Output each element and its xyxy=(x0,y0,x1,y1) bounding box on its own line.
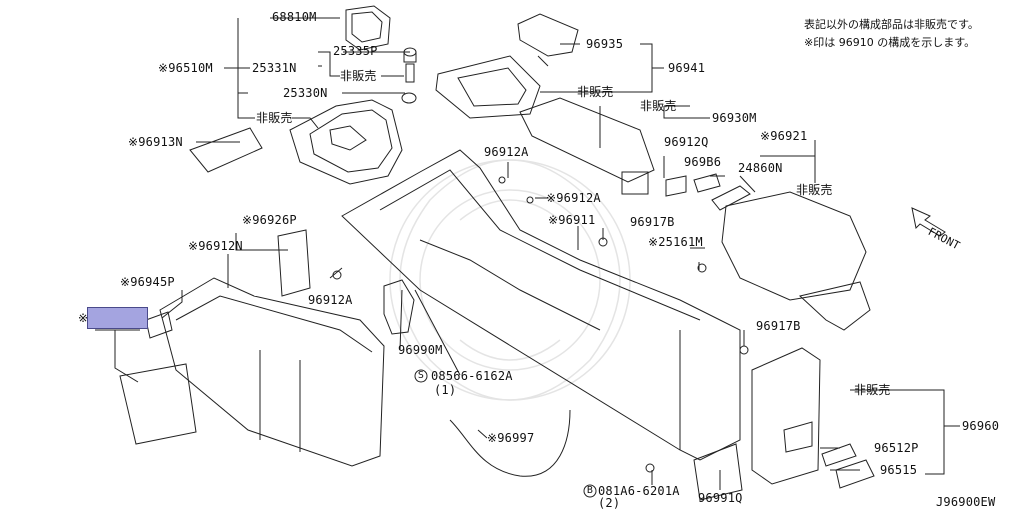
s-circle-icon xyxy=(414,369,428,383)
part-96991q-shape xyxy=(693,443,743,501)
label-96926p[interactable]: ※96926P xyxy=(242,213,297,227)
label-not-for-sale-6: 非販売 xyxy=(854,383,891,397)
part-96510m-shape xyxy=(289,99,403,185)
label-96991q[interactable]: 96991Q xyxy=(698,491,743,505)
part-96921-shape xyxy=(721,191,871,331)
label-96917b-1[interactable]: 96917B xyxy=(630,215,675,229)
front-arrow-icon xyxy=(911,207,946,237)
highlighted-part-number[interactable] xyxy=(87,307,148,329)
part-96930m-shape xyxy=(519,97,655,195)
label-08566-qty: (1) xyxy=(434,383,457,397)
label-96921[interactable]: ※96921 xyxy=(760,129,808,143)
part-24860n-shape xyxy=(711,185,751,211)
diagram-code: J96900EW xyxy=(936,495,996,509)
part-96945p-shape xyxy=(145,311,173,339)
label-25161m[interactable]: ※25161M xyxy=(648,235,703,249)
b-circle-icon xyxy=(583,484,597,498)
label-25330n[interactable]: 25330N xyxy=(283,86,328,100)
label-star-mark: ※ xyxy=(78,311,89,325)
part-96997-shape xyxy=(449,409,571,477)
label-not-for-sale-5: 非販売 xyxy=(796,183,833,197)
label-96960[interactable]: 96960 xyxy=(962,419,1000,433)
label-96917b-2[interactable]: 96917B xyxy=(756,319,801,333)
label-96997[interactable]: ※96997 xyxy=(487,431,535,445)
label-25331n[interactable]: 25331N xyxy=(252,61,297,75)
part-96912n-shape xyxy=(159,277,385,467)
label-25335p[interactable]: 25335P xyxy=(333,44,378,58)
label-96912n[interactable]: ※96912N xyxy=(188,239,243,253)
part-96515-shape xyxy=(835,459,875,489)
label-not-for-sale-1: 非販売 xyxy=(340,69,377,83)
label-24860n[interactable]: 24860N xyxy=(738,161,783,175)
label-96515[interactable]: 96515 xyxy=(880,463,918,477)
label-96990m[interactable]: 96990M xyxy=(398,343,443,357)
part-96912q-shape xyxy=(665,175,687,197)
label-081a6-qty: (2) xyxy=(598,496,621,510)
label-96912a-3[interactable]: 96912A xyxy=(308,293,353,307)
label-96941[interactable]: 96941 xyxy=(668,61,706,75)
part-96911-shape xyxy=(341,149,741,461)
part-96512p-shape xyxy=(821,443,857,467)
label-969b6[interactable]: 969B6 xyxy=(684,155,722,169)
label-96935[interactable]: 96935 xyxy=(586,37,624,51)
part-96990m-shape xyxy=(383,279,415,335)
part-96913n-shape xyxy=(189,127,263,173)
bolt-b-mark: B xyxy=(586,485,594,496)
part-68810m-shape xyxy=(345,5,391,51)
label-not-for-sale-4: 非販売 xyxy=(640,99,677,113)
label-96912a-2[interactable]: ※96912A xyxy=(546,191,601,205)
bolt-s-mark: S xyxy=(417,370,425,381)
label-68810m[interactable]: 68810M xyxy=(272,10,317,24)
part-96926p-shape xyxy=(277,229,311,297)
label-96510m[interactable]: ※96510M xyxy=(158,61,213,75)
part-96935-shape xyxy=(517,13,579,67)
label-96913n[interactable]: ※96913N xyxy=(128,135,183,149)
label-not-for-sale-2: 非販売 xyxy=(256,111,293,125)
label-96945p[interactable]: ※96945P xyxy=(120,275,175,289)
part-96941-shape xyxy=(435,55,541,119)
label-96911[interactable]: ※96911 xyxy=(548,213,596,227)
part-96960-shape xyxy=(751,347,821,485)
note-line-1: 表記以外の構成部品は非販売です。 xyxy=(804,18,979,31)
label-081a6-6201a[interactable]: 081A6-6201A xyxy=(598,484,680,498)
label-08566-6162a[interactable]: 08566-6162A xyxy=(431,369,513,383)
part-lid-shape xyxy=(119,363,197,445)
label-not-for-sale-3: 非販売 xyxy=(577,85,614,99)
label-96912q[interactable]: 96912Q xyxy=(664,135,709,149)
label-96912a-1[interactable]: 96912A xyxy=(484,145,529,159)
part-969b6-shape xyxy=(693,173,721,193)
label-96930m[interactable]: 96930M xyxy=(712,111,757,125)
label-96512p[interactable]: 96512P xyxy=(874,441,919,455)
note-line-2: ※印は 96910 の構成を示します。 xyxy=(804,36,976,49)
part-25335p-shape xyxy=(401,47,417,104)
